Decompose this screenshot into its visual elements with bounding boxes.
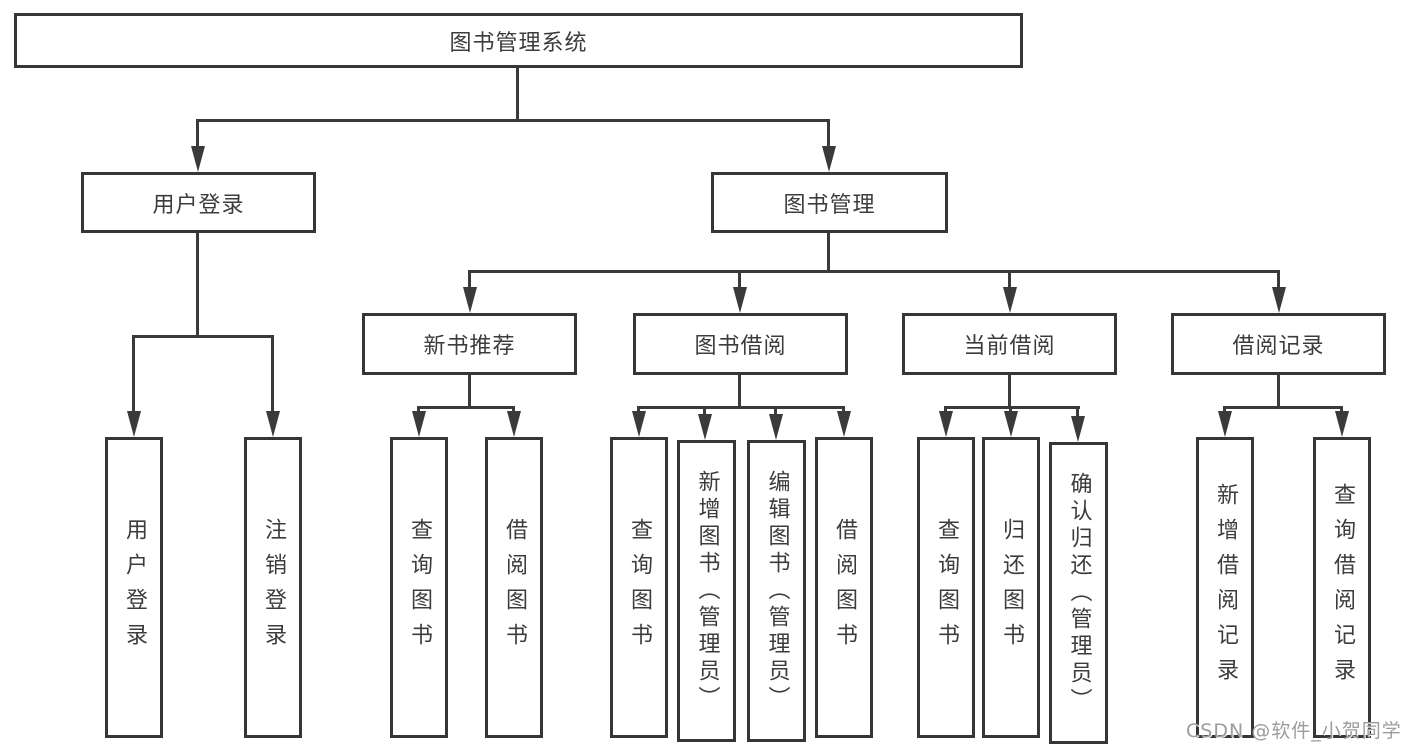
connector-stub-user <box>196 119 199 149</box>
leaf-borrow-add-admin: 新增图书（管理员） <box>677 440 736 742</box>
node-root: 图书管理系统 <box>14 13 1023 68</box>
connector-borrow-rail <box>637 406 845 409</box>
arrow-br2 <box>1335 411 1349 437</box>
connector-stub-current <box>1008 270 1011 289</box>
connector-book-stem <box>827 233 830 270</box>
arrow-br1 <box>1218 411 1232 437</box>
connector-borrow-stem <box>738 375 741 406</box>
node-new-book-label: 新书推荐 <box>423 334 516 359</box>
watermark-text: CSDN @软件_小贺同学 <box>1186 720 1402 742</box>
connector-user-stem <box>196 233 199 335</box>
node-root-label: 图书管理系统 <box>449 30 588 56</box>
leaf-borrow-book: 借阅图书 <box>815 437 873 738</box>
leaf-query-record: 查询借阅记录 <box>1313 437 1371 738</box>
connector-records-rail <box>1223 406 1343 409</box>
node-book-borrow: 图书借阅 <box>633 313 848 375</box>
arrow-borrow <box>733 287 747 313</box>
leaf-return-book-label: 归还图书 <box>999 517 1024 658</box>
arrow-newbook <box>463 287 477 313</box>
arrow-records <box>1272 287 1286 313</box>
node-current-borrow: 当前借阅 <box>902 313 1117 375</box>
connector-user-rail <box>132 335 274 338</box>
leaf-borrow-edit-admin-label: 编辑图书（管理员） <box>764 469 790 713</box>
connector-stub-newbook <box>468 270 471 289</box>
arrow-login-leaf <box>127 411 141 437</box>
connector-stub-cb2 <box>1009 406 1012 414</box>
connector-records-stem <box>1277 375 1280 406</box>
leaf-return-book: 归还图书 <box>982 437 1040 738</box>
connector-stub-bb2 <box>703 406 706 414</box>
connector-stub-nb2 <box>512 406 515 414</box>
node-user-login-branch: 用户登录 <box>81 172 316 233</box>
leaf-logout-label: 注销登录 <box>261 517 286 658</box>
connector-newbook-stem <box>468 375 471 406</box>
connector-stub-cb3 <box>1076 406 1079 416</box>
arrow-cb2 <box>1004 411 1018 437</box>
leaf-confirm-return-admin-label: 确认归还（管理员） <box>1066 471 1092 715</box>
leaf-add-record-label: 新增借阅记录 <box>1213 482 1238 693</box>
connector-stub-br1 <box>1223 406 1226 414</box>
connector-stub-book <box>827 119 830 149</box>
connector-root-stem <box>516 68 519 120</box>
connector-stub-borrow <box>738 270 741 289</box>
leaf-user-login-label: 用户登录 <box>122 517 147 658</box>
connector-current-stem <box>1008 375 1011 406</box>
leaf-borrow-query: 查询图书 <box>610 437 668 738</box>
connector-level2-rail <box>196 119 830 122</box>
arrow-logout-leaf <box>266 411 280 437</box>
arrow-bb4 <box>837 411 851 437</box>
connector-stub-login-leaf <box>132 335 135 413</box>
node-book-mgmt-label: 图书管理 <box>783 192 876 218</box>
leaf-add-record: 新增借阅记录 <box>1196 437 1254 738</box>
connector-newbook-rail <box>417 406 515 409</box>
leaf-newbook-query-label: 查询图书 <box>407 517 432 658</box>
connector-stub-bb1 <box>637 406 640 414</box>
connector-stub-records <box>1277 270 1280 289</box>
leaf-newbook-borrow-label: 借阅图书 <box>502 517 527 658</box>
leaf-borrow-add-admin-label: 新增图书（管理员） <box>694 469 720 713</box>
leaf-borrow-book-label: 借阅图书 <box>832 517 857 658</box>
arrow-nb2 <box>507 411 521 437</box>
leaf-current-query: 查询图书 <box>917 437 975 738</box>
arrow-user-login-branch <box>191 146 205 172</box>
node-book-mgmt-branch: 图书管理 <box>711 172 948 233</box>
arrow-cb3 <box>1071 416 1085 442</box>
leaf-query-record-label: 查询借阅记录 <box>1330 482 1355 693</box>
arrow-book-mgmt-branch <box>822 146 836 172</box>
arrow-bb3 <box>769 414 783 440</box>
connector-stub-cb1 <box>944 406 947 414</box>
node-user-login-label: 用户登录 <box>152 192 245 218</box>
leaf-confirm-return-admin: 确认归还（管理员） <box>1049 442 1108 744</box>
connector-stub-nb1 <box>417 406 420 414</box>
node-new-book: 新书推荐 <box>362 313 577 375</box>
leaf-newbook-query: 查询图书 <box>390 437 448 738</box>
connector-stub-bb4 <box>842 406 845 414</box>
arrow-cb1 <box>939 411 953 437</box>
leaf-current-query-label: 查询图书 <box>934 517 959 658</box>
arrow-bb2 <box>698 414 712 440</box>
connector-stub-logout-leaf <box>271 335 274 413</box>
leaf-borrow-query-label: 查询图书 <box>627 517 652 658</box>
connector-level3-rail <box>468 270 1280 273</box>
node-current-borrow-label: 当前借阅 <box>963 334 1056 359</box>
arrow-nb1 <box>412 411 426 437</box>
connector-current-rail <box>944 406 1080 409</box>
arrow-current <box>1003 287 1017 313</box>
connector-stub-br2 <box>1340 406 1343 414</box>
connector-stub-bb3 <box>774 406 777 414</box>
leaf-user-login: 用户登录 <box>105 437 163 738</box>
arrow-bb1 <box>632 411 646 437</box>
leaf-logout: 注销登录 <box>244 437 302 738</box>
node-book-borrow-label: 图书借阅 <box>694 334 787 359</box>
leaf-newbook-borrow: 借阅图书 <box>485 437 543 738</box>
leaf-borrow-edit-admin: 编辑图书（管理员） <box>747 440 806 742</box>
node-borrow-records-label: 借阅记录 <box>1232 334 1325 359</box>
node-borrow-records: 借阅记录 <box>1171 313 1386 375</box>
